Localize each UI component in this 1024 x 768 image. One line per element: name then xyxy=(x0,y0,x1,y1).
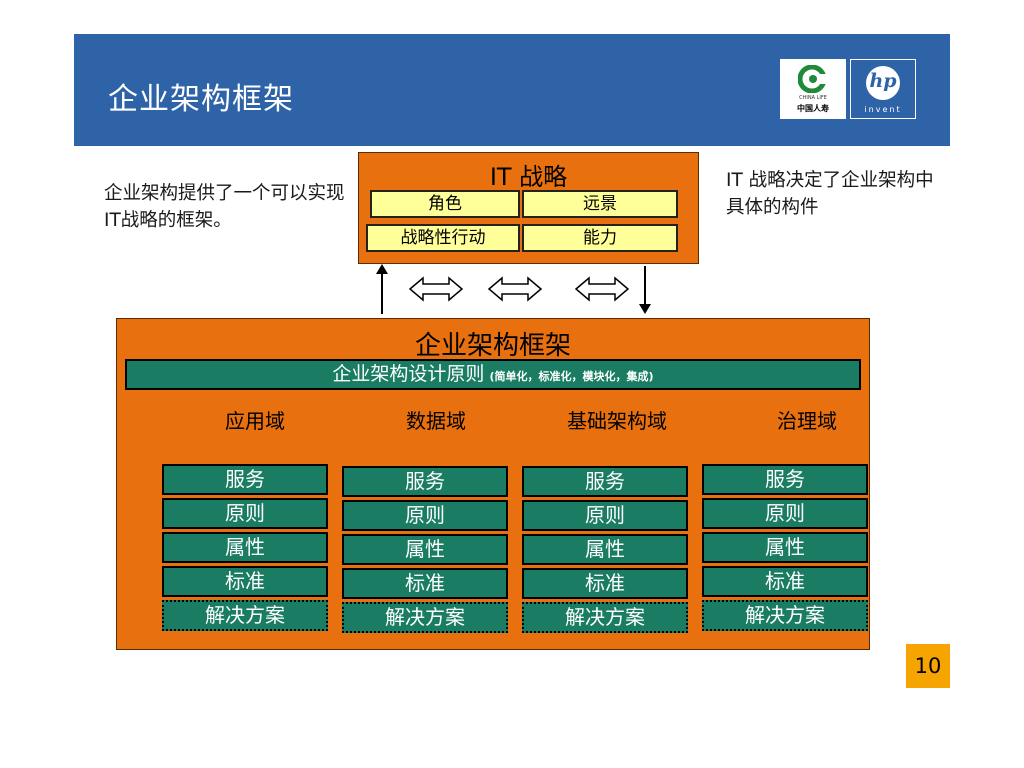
note-left: 企业架构提供了一个可以实现IT战略的框架。 xyxy=(104,183,345,231)
down-connector-line xyxy=(644,266,646,306)
ea-framework-box: 企业架构框架 企业架构设计原则 (简单化，标准化，模块化，集成) 应用域 数据域… xyxy=(116,318,870,650)
up-connector-line xyxy=(381,272,383,314)
cell-attributes: 属性 xyxy=(702,532,868,563)
cell-attributes: 属性 xyxy=(342,534,508,565)
cell-solutions: 解决方案 xyxy=(162,600,328,631)
hp-letters: hp xyxy=(869,70,897,92)
strategy-item-actions: 战略性行动 xyxy=(366,224,520,252)
domain-column-data: 服务 原则 属性 标准 解决方案 xyxy=(342,466,508,636)
principles-main-text: 企业架构设计原则 xyxy=(332,363,485,385)
principles-sub-text: (简单化，标准化，模块化，集成) xyxy=(489,370,654,383)
cell-standards: 标准 xyxy=(342,568,508,599)
cell-principles: 原则 xyxy=(342,500,508,531)
cell-solutions: 解决方案 xyxy=(342,602,508,633)
cell-standards: 标准 xyxy=(522,568,688,599)
china-life-emblem-icon xyxy=(798,65,828,93)
it-strategy-box: IT 战略 角色 远景 战略性行动 能力 xyxy=(358,152,699,264)
domain-application: 应用域 xyxy=(225,409,285,433)
strategy-item-role: 角色 xyxy=(370,190,520,218)
domain-column-infrastructure: 服务 原则 属性 标准 解决方案 xyxy=(522,466,688,636)
double-arrow-icon xyxy=(575,276,629,302)
design-principles-bar: 企业架构设计原则 (简单化，标准化，模块化，集成) xyxy=(125,359,861,390)
hp-circle-icon xyxy=(866,66,900,100)
cell-principles: 原则 xyxy=(702,498,868,529)
double-arrow-icon xyxy=(409,276,463,302)
domain-governance: 治理域 xyxy=(777,409,837,433)
arrow-down-icon xyxy=(639,304,651,314)
cell-principles: 原则 xyxy=(162,498,328,529)
domain-infrastructure: 基础架构域 xyxy=(567,409,667,433)
note-right: IT 战略决定了企业架构中具体的构件 xyxy=(726,170,934,218)
strategy-item-vision: 远景 xyxy=(522,190,678,218)
hp-tagline: invent xyxy=(864,105,902,114)
slide-header: 企业架构框架 CHINA LIFE 中国人寿 hp invent xyxy=(74,34,950,146)
cell-services: 服务 xyxy=(702,464,868,495)
cell-principles: 原则 xyxy=(522,500,688,531)
cell-services: 服务 xyxy=(342,466,508,497)
china-life-logo: CHINA LIFE 中国人寿 xyxy=(780,59,846,119)
slide-title: 企业架构框架 xyxy=(108,82,294,117)
strategy-item-capability: 能力 xyxy=(522,224,678,252)
cell-attributes: 属性 xyxy=(522,534,688,565)
cell-solutions: 解决方案 xyxy=(522,602,688,633)
cell-services: 服务 xyxy=(522,466,688,497)
cell-standards: 标准 xyxy=(702,566,868,597)
cell-attributes: 属性 xyxy=(162,532,328,563)
domain-column-application: 服务 原则 属性 标准 解决方案 xyxy=(162,464,328,634)
domain-column-governance: 服务 原则 属性 标准 解决方案 xyxy=(702,464,868,634)
arrow-up-icon xyxy=(376,264,388,274)
cell-solutions: 解决方案 xyxy=(702,600,868,631)
china-life-chinese: 中国人寿 xyxy=(797,104,829,113)
double-arrow-icon xyxy=(488,276,542,302)
cell-standards: 标准 xyxy=(162,566,328,597)
domain-data: 数据域 xyxy=(406,409,466,433)
page-number-badge: 10 xyxy=(906,644,950,688)
ea-framework-title: 企业架构框架 xyxy=(414,331,571,361)
cell-services: 服务 xyxy=(162,464,328,495)
china-life-english: CHINA LIFE xyxy=(799,95,827,101)
it-strategy-title: IT 战略 xyxy=(489,163,568,191)
hp-logo: hp invent xyxy=(850,59,916,119)
